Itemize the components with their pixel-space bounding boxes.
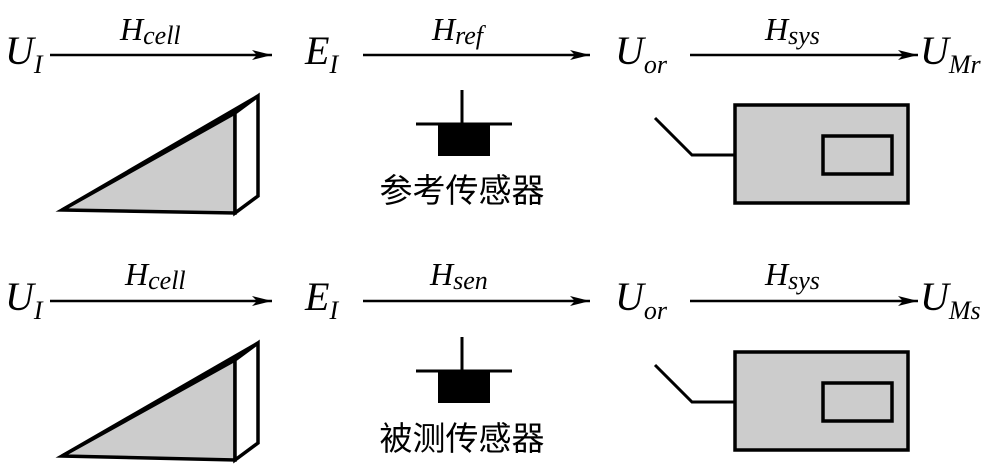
row-test: UI EI Uor UMs Hcell Hsen Hsys 被测传感器 [5,256,981,464]
node-input-test: UI [5,274,44,325]
transfer-sensor-ref: Href [431,11,487,50]
sensor-icon [416,90,512,156]
node-measured-ref: UMr [920,28,982,79]
transfer-sensor-test: Hsen [429,256,488,295]
node-output-test: Uor [615,274,668,325]
node-excitation-test: EI [304,274,339,325]
sensor-label-ref: 参考传感器 [380,171,545,210]
instrument-icon [653,103,910,205]
transfer-cell-ref: Hcell [119,11,181,50]
wedge-cell-icon [55,339,260,464]
transfer-sys-ref: Hsys [764,11,820,50]
row-reference: UI EI Uor UMr Hcell Href Hsys 参考传感器 [5,11,982,217]
transfer-sys-test: Hsys [764,256,820,295]
node-input-ref: UI [5,28,44,79]
wedge-cell-icon [55,92,260,217]
transfer-cell-test: Hcell [124,256,186,295]
node-measured-test: UMs [920,274,981,325]
sensor-icon [416,337,512,403]
node-excitation-ref: EI [304,28,339,79]
node-output-ref: Uor [615,28,668,79]
sensor-label-test: 被测传感器 [380,419,545,458]
instrument-icon [653,350,910,452]
